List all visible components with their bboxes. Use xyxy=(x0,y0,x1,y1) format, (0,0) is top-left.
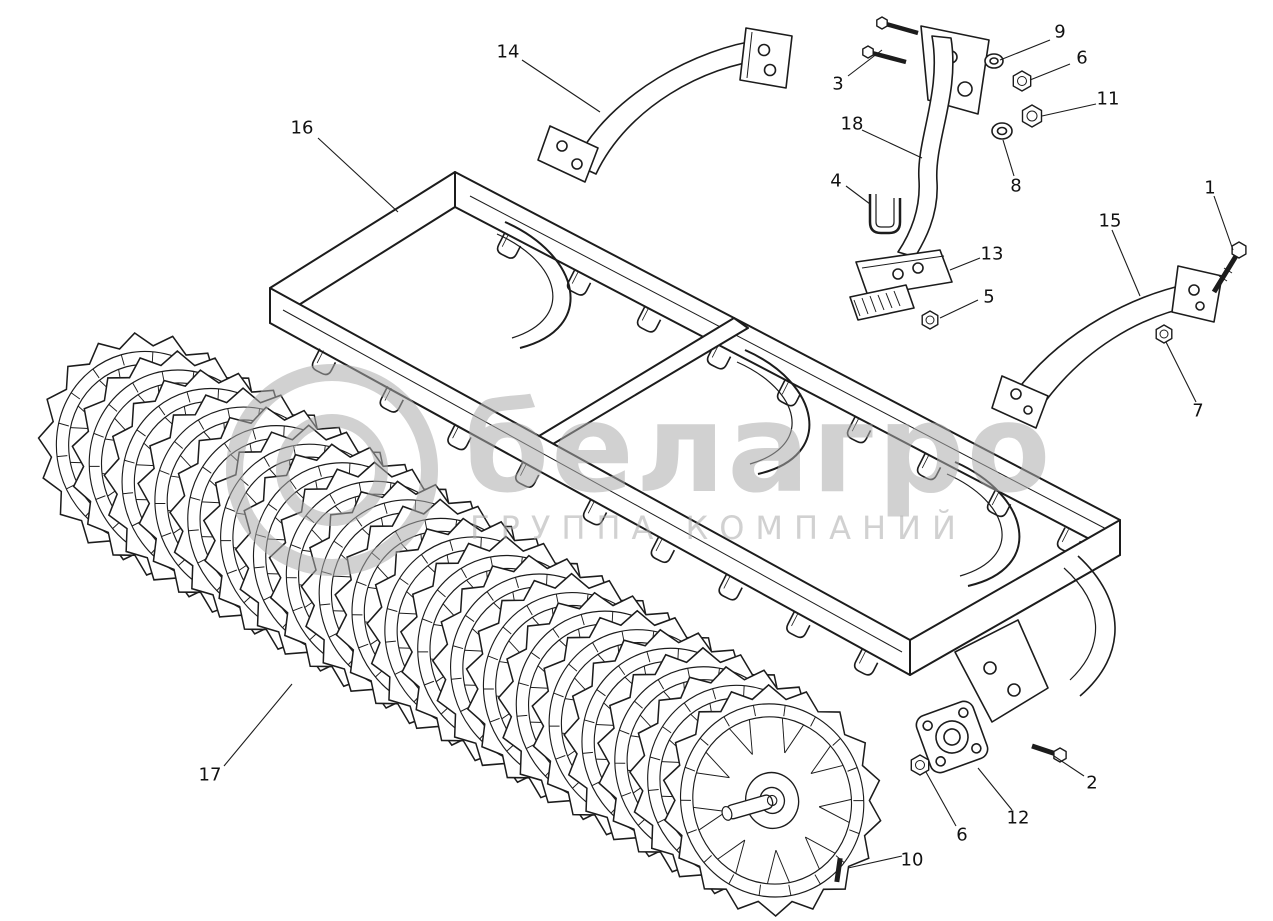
bearing-mount-plate xyxy=(954,555,1116,723)
packer-roller-drawing xyxy=(37,331,882,917)
callout-6a: 6 xyxy=(1076,47,1088,69)
callout-3: 3 xyxy=(832,73,844,95)
washer-8 xyxy=(991,122,1013,140)
scraper-bar-18 xyxy=(897,25,990,258)
bearing-flange-12 xyxy=(915,700,989,774)
callout-9: 9 xyxy=(1054,21,1066,43)
callout-6b: 6 xyxy=(956,824,968,846)
callout-17: 17 xyxy=(198,764,222,786)
callout-13: 13 xyxy=(980,243,1004,265)
scraper-plate-13 xyxy=(849,249,953,321)
pin-10 xyxy=(834,857,843,883)
callout-8: 8 xyxy=(1010,175,1022,197)
callout-2: 2 xyxy=(1086,772,1098,794)
bracket-14 xyxy=(537,27,793,183)
hardware-drawing xyxy=(537,16,1247,776)
callout-11: 11 xyxy=(1096,88,1120,110)
washer-9 xyxy=(984,53,1004,69)
bolt-2 xyxy=(1031,743,1057,757)
callout-10: 10 xyxy=(900,849,924,871)
callout-15: 15 xyxy=(1098,210,1122,232)
u-clamp-4 xyxy=(868,194,902,235)
bracket-15 xyxy=(991,265,1223,429)
callout-7: 7 xyxy=(1192,400,1204,422)
callout-12: 12 xyxy=(1006,807,1030,829)
callout-4: 4 xyxy=(830,170,842,192)
callout-1: 1 xyxy=(1204,177,1216,199)
front-hardware xyxy=(834,857,843,883)
callout-18: 18 xyxy=(840,113,864,135)
bolt-1 xyxy=(1211,254,1239,294)
callout-14: 14 xyxy=(496,41,520,63)
bolt-3 xyxy=(871,21,919,65)
callout-16: 16 xyxy=(290,117,314,139)
callout-5: 5 xyxy=(983,286,995,308)
